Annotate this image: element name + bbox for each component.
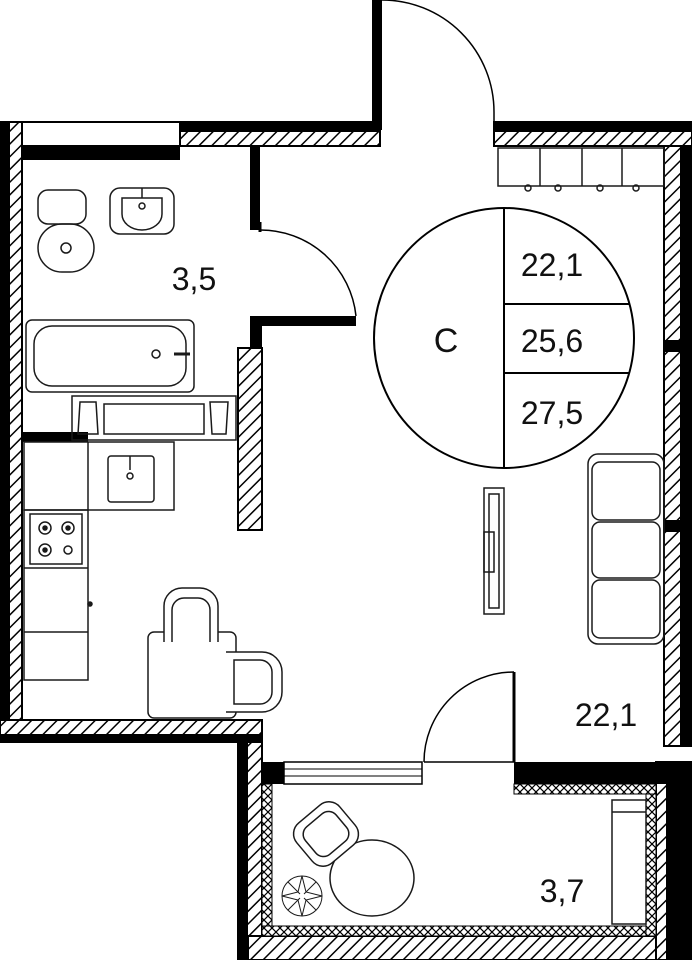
area-total-label: 22,1 [521,247,583,283]
balcony-cabinet-icon [611,799,647,925]
sofa-icon [587,453,665,645]
area-full-label: 27,5 [521,395,583,431]
balcony-window [262,761,423,785]
wardrobe-icon [497,147,665,192]
toilet-icon [37,189,95,273]
main-room-area-label: 22,1 [575,697,637,733]
bathroom-door [258,222,357,317]
balcony-chair-icon [292,801,360,867]
internal-walls [22,146,356,531]
entrance-door [381,0,495,130]
bathtub-icon [25,319,195,393]
washbasin-icon [109,187,175,235]
stove-icon [29,513,83,565]
bathroom-area-label: 3,5 [172,261,216,297]
apartment-type-letter: С [434,322,459,360]
balcony-area-label: 3,7 [540,873,584,909]
chair-icon [163,587,219,642]
kitchen-sink-icon [107,455,155,503]
dining-table [147,631,237,719]
washing-cabinet-icon [71,395,237,441]
balcony-table [329,839,415,917]
plant-icon [281,875,323,917]
chair-icon [226,651,283,713]
tv-stand-icon [483,487,505,615]
area-legend [373,207,635,469]
area-living-label: 25,6 [521,323,583,359]
kitchen-counter [23,441,175,681]
balcony-door [423,671,516,763]
